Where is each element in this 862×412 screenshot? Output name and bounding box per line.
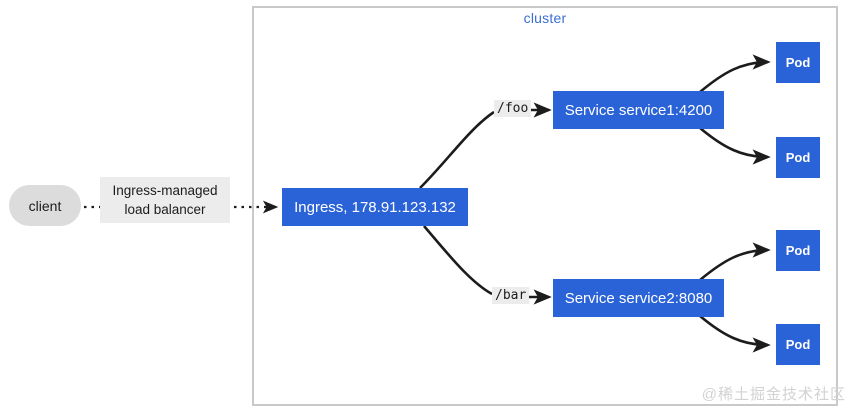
watermark: @稀土掘金技术社区 [701, 386, 846, 403]
pod-node-2[interactable]: Pod [776, 137, 820, 178]
cluster-title: cluster [523, 10, 567, 26]
ingress-node[interactable]: Ingress, 178.91.123.132 [282, 188, 468, 226]
pod-node-4[interactable]: Pod [776, 324, 820, 365]
pod-node-1[interactable]: Pod [776, 42, 820, 83]
service-node-service1[interactable]: Service service1:4200 [553, 91, 724, 129]
client-node[interactable]: client [9, 185, 81, 226]
lb-label-line1: Ingress-managed [112, 183, 218, 198]
ingress-managed-load-balancer-label: Ingress-managed load balancer [100, 177, 230, 223]
route-label-foo: /foo [494, 100, 532, 117]
route-label-bar: /bar [492, 287, 530, 304]
pod-node-3[interactable]: Pod [776, 230, 820, 271]
service-node-service2[interactable]: Service service2:8080 [553, 279, 724, 317]
lb-label-line2: load balancer [124, 202, 206, 217]
